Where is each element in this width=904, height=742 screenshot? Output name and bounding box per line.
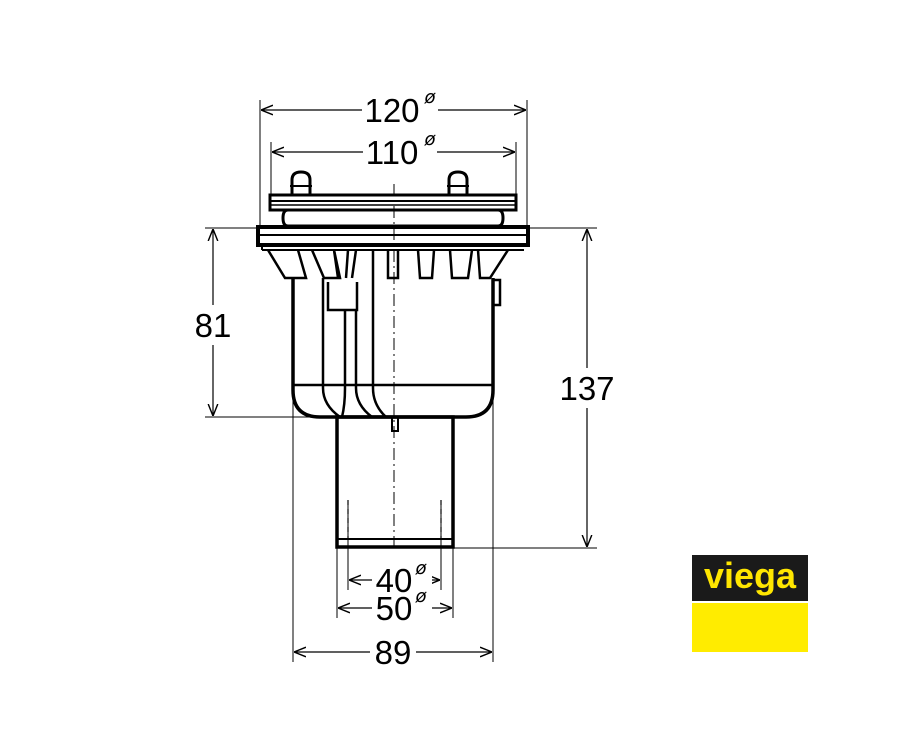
drain-body	[256, 170, 530, 550]
dim-89-label: 89	[375, 634, 412, 671]
dim-50-label: 50	[376, 590, 413, 627]
diameter-symbol: ø	[423, 129, 436, 150]
logo-black-box: viega	[692, 555, 808, 601]
diameter-symbol: ø	[414, 586, 427, 607]
logo-text: viega	[703, 555, 797, 596]
dim-137-label: 137	[559, 370, 614, 407]
dim-120-label: 120	[364, 92, 419, 129]
viega-logo: viega	[692, 555, 808, 652]
logo-yellow-bar	[692, 603, 808, 652]
diameter-symbol: ø	[423, 87, 436, 108]
dim-40-label: 40	[376, 562, 413, 599]
dim-110-label: 110	[366, 134, 419, 171]
diameter-symbol: ø	[414, 558, 427, 579]
dim-81-label: 81	[195, 307, 232, 344]
